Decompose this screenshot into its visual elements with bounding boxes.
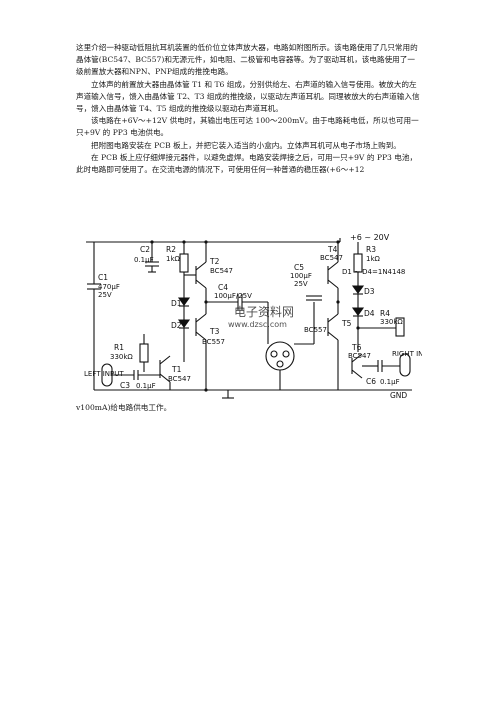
type-t3: BC557	[202, 338, 225, 346]
label-t3: T3	[209, 327, 220, 336]
body-text: 这里介绍一种驱动低阻抗耳机装置的低价位立体声放大器，电路如附图所示。该电路使用了…	[76, 42, 422, 176]
value-c4: 100μF/25V	[214, 292, 252, 300]
rating-c5: 25V	[294, 280, 308, 288]
value-r1: 330kΩ	[110, 353, 133, 361]
type-t4: BC547	[320, 254, 343, 262]
continuation-text: v100mA)给电路供电工作。	[76, 403, 172, 412]
label-t2: T2	[209, 257, 220, 266]
value-c6: 0.1μF	[380, 378, 400, 386]
label-r2: R2	[166, 245, 176, 254]
value-c1: 470μF	[98, 283, 120, 291]
label-r3: R3	[366, 245, 376, 254]
paragraph-intro: 这里介绍一种驱动低阻抗耳机装置的低价位立体声放大器，电路如附图所示。该电路使用了…	[76, 43, 418, 77]
value-r2: 1kΩ	[166, 255, 181, 263]
diode-note: D1 ~ D4=1N4148	[342, 268, 405, 276]
value-c5: 100μF	[290, 272, 312, 280]
label-d1: D1	[171, 299, 182, 308]
watermark-url: www.dzsc.com	[228, 320, 287, 329]
label-c5: C5	[294, 263, 304, 272]
watermark-logo-text: 电子资料网	[234, 305, 294, 319]
circuit-schematic: C1 470μF 25V C2 0.1μF R2 1kΩ T2 BC547 D1…	[84, 233, 422, 400]
label-t6: T6	[351, 343, 362, 352]
type-t2: BC547	[210, 267, 233, 275]
value-c3: 0.1μF	[136, 382, 156, 390]
paragraph-supply: 该电路在+6V～+12V 供电时，其输出电压可达 100～200mV。由于电路耗…	[76, 116, 419, 138]
rating-c1: 25V	[98, 291, 112, 299]
supply-label: +6 ~ 20V	[350, 233, 390, 242]
label-r4: R4	[380, 309, 390, 318]
paragraph-preamp: 立体声的前置放大器由晶体管 T1 和 T6 组成，分别供给左、右声道的输入信号使…	[76, 79, 420, 114]
label-d3: D3	[364, 287, 375, 296]
type-t1: BC547	[168, 375, 191, 383]
gnd-label: GND	[390, 391, 407, 400]
label-t4: T4	[327, 245, 338, 254]
paragraph-soldering: 在 PCB 板上应仔细焊接元器件，以避免虚焊。电路安装焊接之后，可用一只+9V …	[76, 152, 418, 175]
paragraph-assembly: 把附图电路安装在 PCB 板上，并把它装入适当的小盒内。立体声耳机可从电子市场上…	[91, 140, 401, 150]
label-r1: R1	[114, 343, 124, 352]
right-input-label: RIGHT INPUT	[392, 350, 422, 358]
label-c6: C6	[366, 377, 376, 386]
label-c3: C3	[120, 381, 130, 390]
label-d2: D2	[171, 321, 182, 330]
left-input-label: LEFT INPUT	[84, 370, 124, 378]
label-c1: C1	[98, 273, 108, 282]
label-c4: C4	[218, 283, 228, 292]
value-r3: 1kΩ	[366, 255, 381, 263]
value-c2: 0.1μF	[134, 256, 154, 264]
label-c2: C2	[140, 245, 150, 254]
value-r4: 330kΩ	[380, 318, 403, 326]
label-t5: T5	[341, 319, 352, 328]
label-d4: D4	[364, 309, 375, 318]
label-t1: T1	[171, 365, 182, 374]
type-t5: BC557	[304, 326, 327, 334]
type-t6: BC547	[348, 352, 371, 360]
